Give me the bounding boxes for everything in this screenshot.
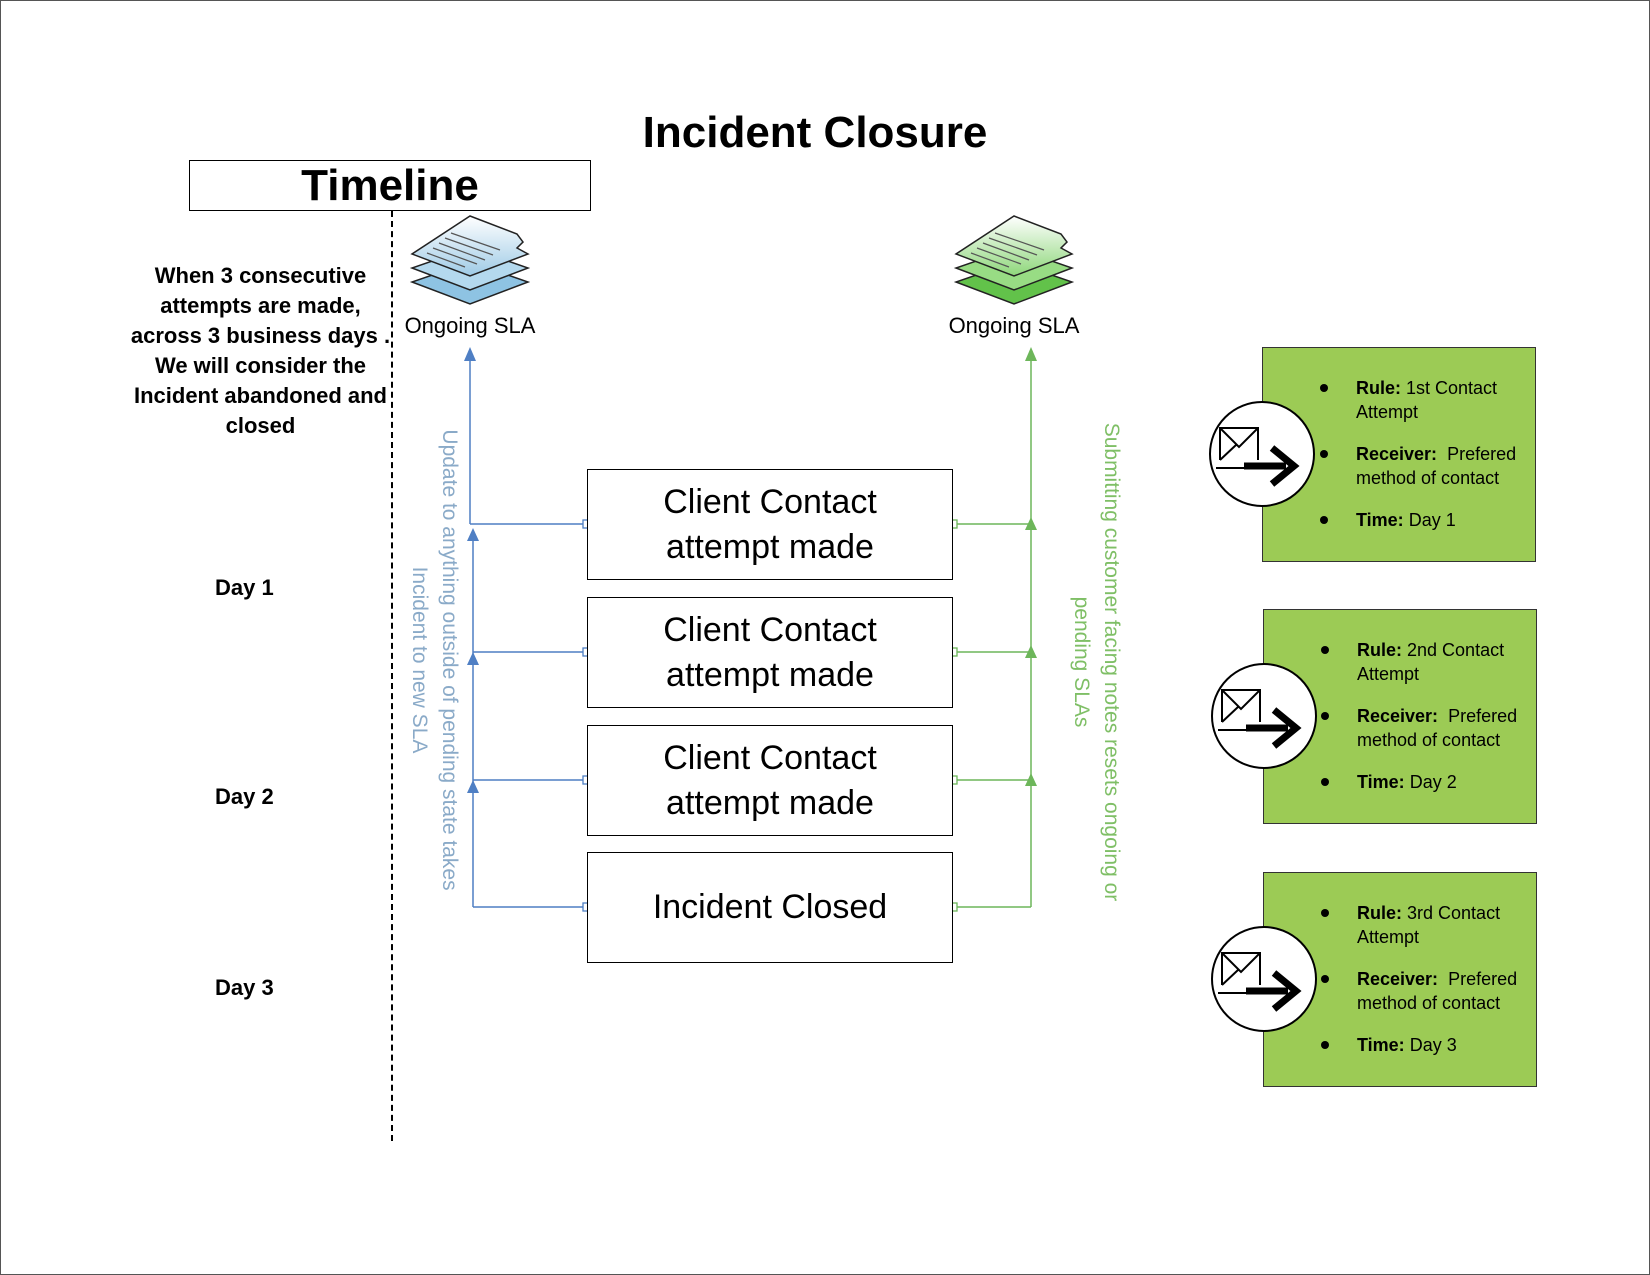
day-label-1: Day 1 <box>215 575 274 600</box>
timeline-dashed-line <box>391 211 393 1141</box>
left-flow-annotation: Update to anything outside of pending st… <box>408 429 461 891</box>
green-arrowhead <box>1025 517 1037 530</box>
step-label: Client Contact attempt made <box>663 738 877 822</box>
time-item: Time: Day 3 <box>1264 1033 1527 1057</box>
time-item: Time: Day 2 <box>1264 770 1527 794</box>
step-label: Incident Closed <box>652 888 888 926</box>
step-label: Client Contact attempt made <box>663 482 877 566</box>
step-box-3: Client Contact attempt made <box>587 725 953 836</box>
step-label: Client Contact attempt made <box>663 610 877 694</box>
timeline-header: Timeline <box>189 160 591 211</box>
mail-send-icon <box>1211 663 1317 769</box>
right-flow-annotation: Submitting customer facing notes resets … <box>1070 422 1123 902</box>
green-arrowhead <box>1025 773 1037 786</box>
closure-description: When 3 consecutive attempts are made, ac… <box>130 263 391 438</box>
document-stack-icon <box>409 215 531 305</box>
mail-send-icon <box>1211 926 1317 1032</box>
blue-arrowhead <box>467 528 479 541</box>
blue-arrowhead <box>467 652 479 665</box>
green-arrowhead <box>1025 347 1037 361</box>
step-box-closed: Incident Closed <box>587 852 953 963</box>
blue-arrowhead <box>464 347 476 361</box>
diagram-title: Incident Closure <box>642 108 988 157</box>
ongoing-sla-label-left: Ongoing SLA <box>404 313 536 338</box>
mail-send-icon <box>1209 401 1315 507</box>
step-box-2: Client Contact attempt made <box>587 597 953 708</box>
rule-item: Rule: 3rd Contact Attempt <box>1264 901 1527 949</box>
ongoing-sla-label-right: Ongoing SLA <box>948 313 1080 338</box>
receiver-item: Receiver: Prefered method of contact <box>1263 442 1526 490</box>
rule-item: Rule: 1st Contact Attempt <box>1263 376 1526 424</box>
day-label-3: Day 3 <box>215 975 274 1000</box>
time-item: Time: Day 1 <box>1263 508 1526 532</box>
document-stack-icon <box>953 215 1075 305</box>
receiver-item: Receiver: Prefered method of contact <box>1264 967 1527 1015</box>
blue-arrowhead <box>467 780 479 793</box>
rule-item: Rule: 2nd Contact Attempt <box>1264 638 1527 686</box>
step-box-1: Client Contact attempt made <box>587 469 953 580</box>
day-label-2: Day 2 <box>215 784 274 809</box>
receiver-item: Receiver: Prefered method of contact <box>1264 704 1527 752</box>
green-arrowhead <box>1025 645 1037 658</box>
